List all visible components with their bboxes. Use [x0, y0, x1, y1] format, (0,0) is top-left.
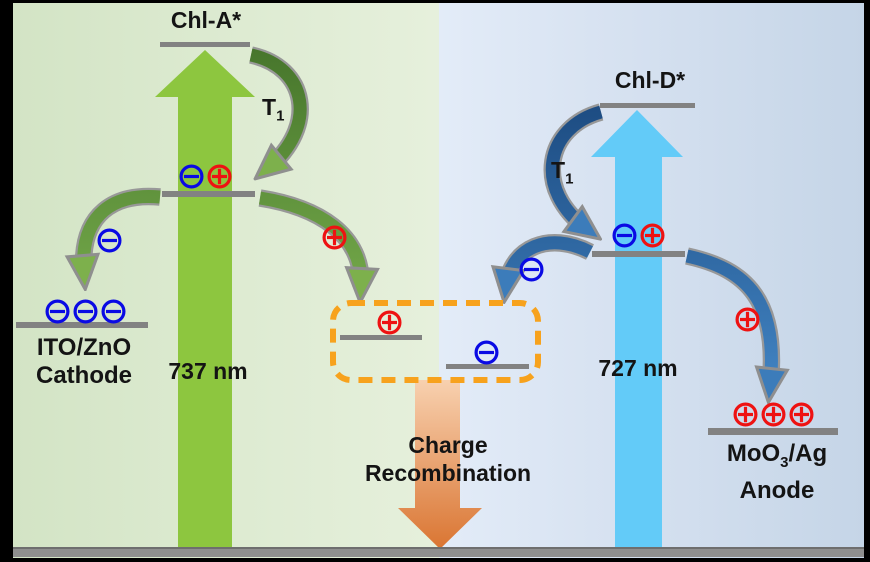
hole-icon: [639, 222, 666, 249]
chl-d-excited-label: Chl-D*: [614, 67, 686, 93]
electron-icon: [96, 227, 123, 254]
cathode-electrons: [44, 298, 127, 325]
anode-label: MoO3/Ag Anode: [727, 440, 827, 505]
charge-recombination-line2: Recombination: [364, 460, 532, 486]
hole-icon: [734, 306, 761, 333]
triplet-state-label-left: T1: [262, 94, 285, 125]
cathode-label: ITO/ZnO Cathode: [36, 334, 132, 390]
electron-to-trap: [518, 256, 545, 283]
wavelength-label-left: 737 nm: [168, 358, 248, 384]
hole-icon: [760, 401, 787, 428]
hole-icon: [376, 309, 403, 336]
electron-to-cathode: [96, 227, 123, 254]
electron-icon: [473, 339, 500, 366]
hole-icon: [206, 163, 233, 190]
trapped-electron: [473, 339, 500, 366]
wavelength-label-right: 727 nm: [598, 355, 678, 381]
right-exciton-pair: [611, 222, 666, 249]
trapped-hole: [376, 309, 403, 336]
hole-to-anode: [734, 306, 761, 333]
hole-icon: [732, 401, 759, 428]
anode-holes: [732, 401, 815, 428]
hole-to-trap: [321, 224, 348, 251]
anode-label-line1: MoO3/Ag: [726, 440, 828, 471]
electron-icon: [72, 298, 99, 325]
electron-icon: [611, 222, 638, 249]
cathode-label-line1: ITO/ZnO: [36, 334, 132, 361]
cathode-label-line2: Cathode: [36, 362, 132, 389]
electron-icon: [44, 298, 71, 325]
electron-icon: [100, 298, 127, 325]
triplet-state-label-right: T1: [551, 157, 574, 188]
chl-a-excited-label: Chl-A*: [170, 7, 242, 33]
anode-label-line2: Anode: [739, 476, 815, 504]
left-exciton-pair: [178, 163, 233, 190]
charge-recombination-label: Charge Recombination: [365, 431, 531, 487]
electron-icon: [178, 163, 205, 190]
hole-icon: [788, 401, 815, 428]
hole-icon: [321, 224, 348, 251]
charge-recombination-line1: Charge: [408, 432, 488, 458]
substrate-bar: [13, 547, 864, 557]
electron-icon: [518, 256, 545, 283]
